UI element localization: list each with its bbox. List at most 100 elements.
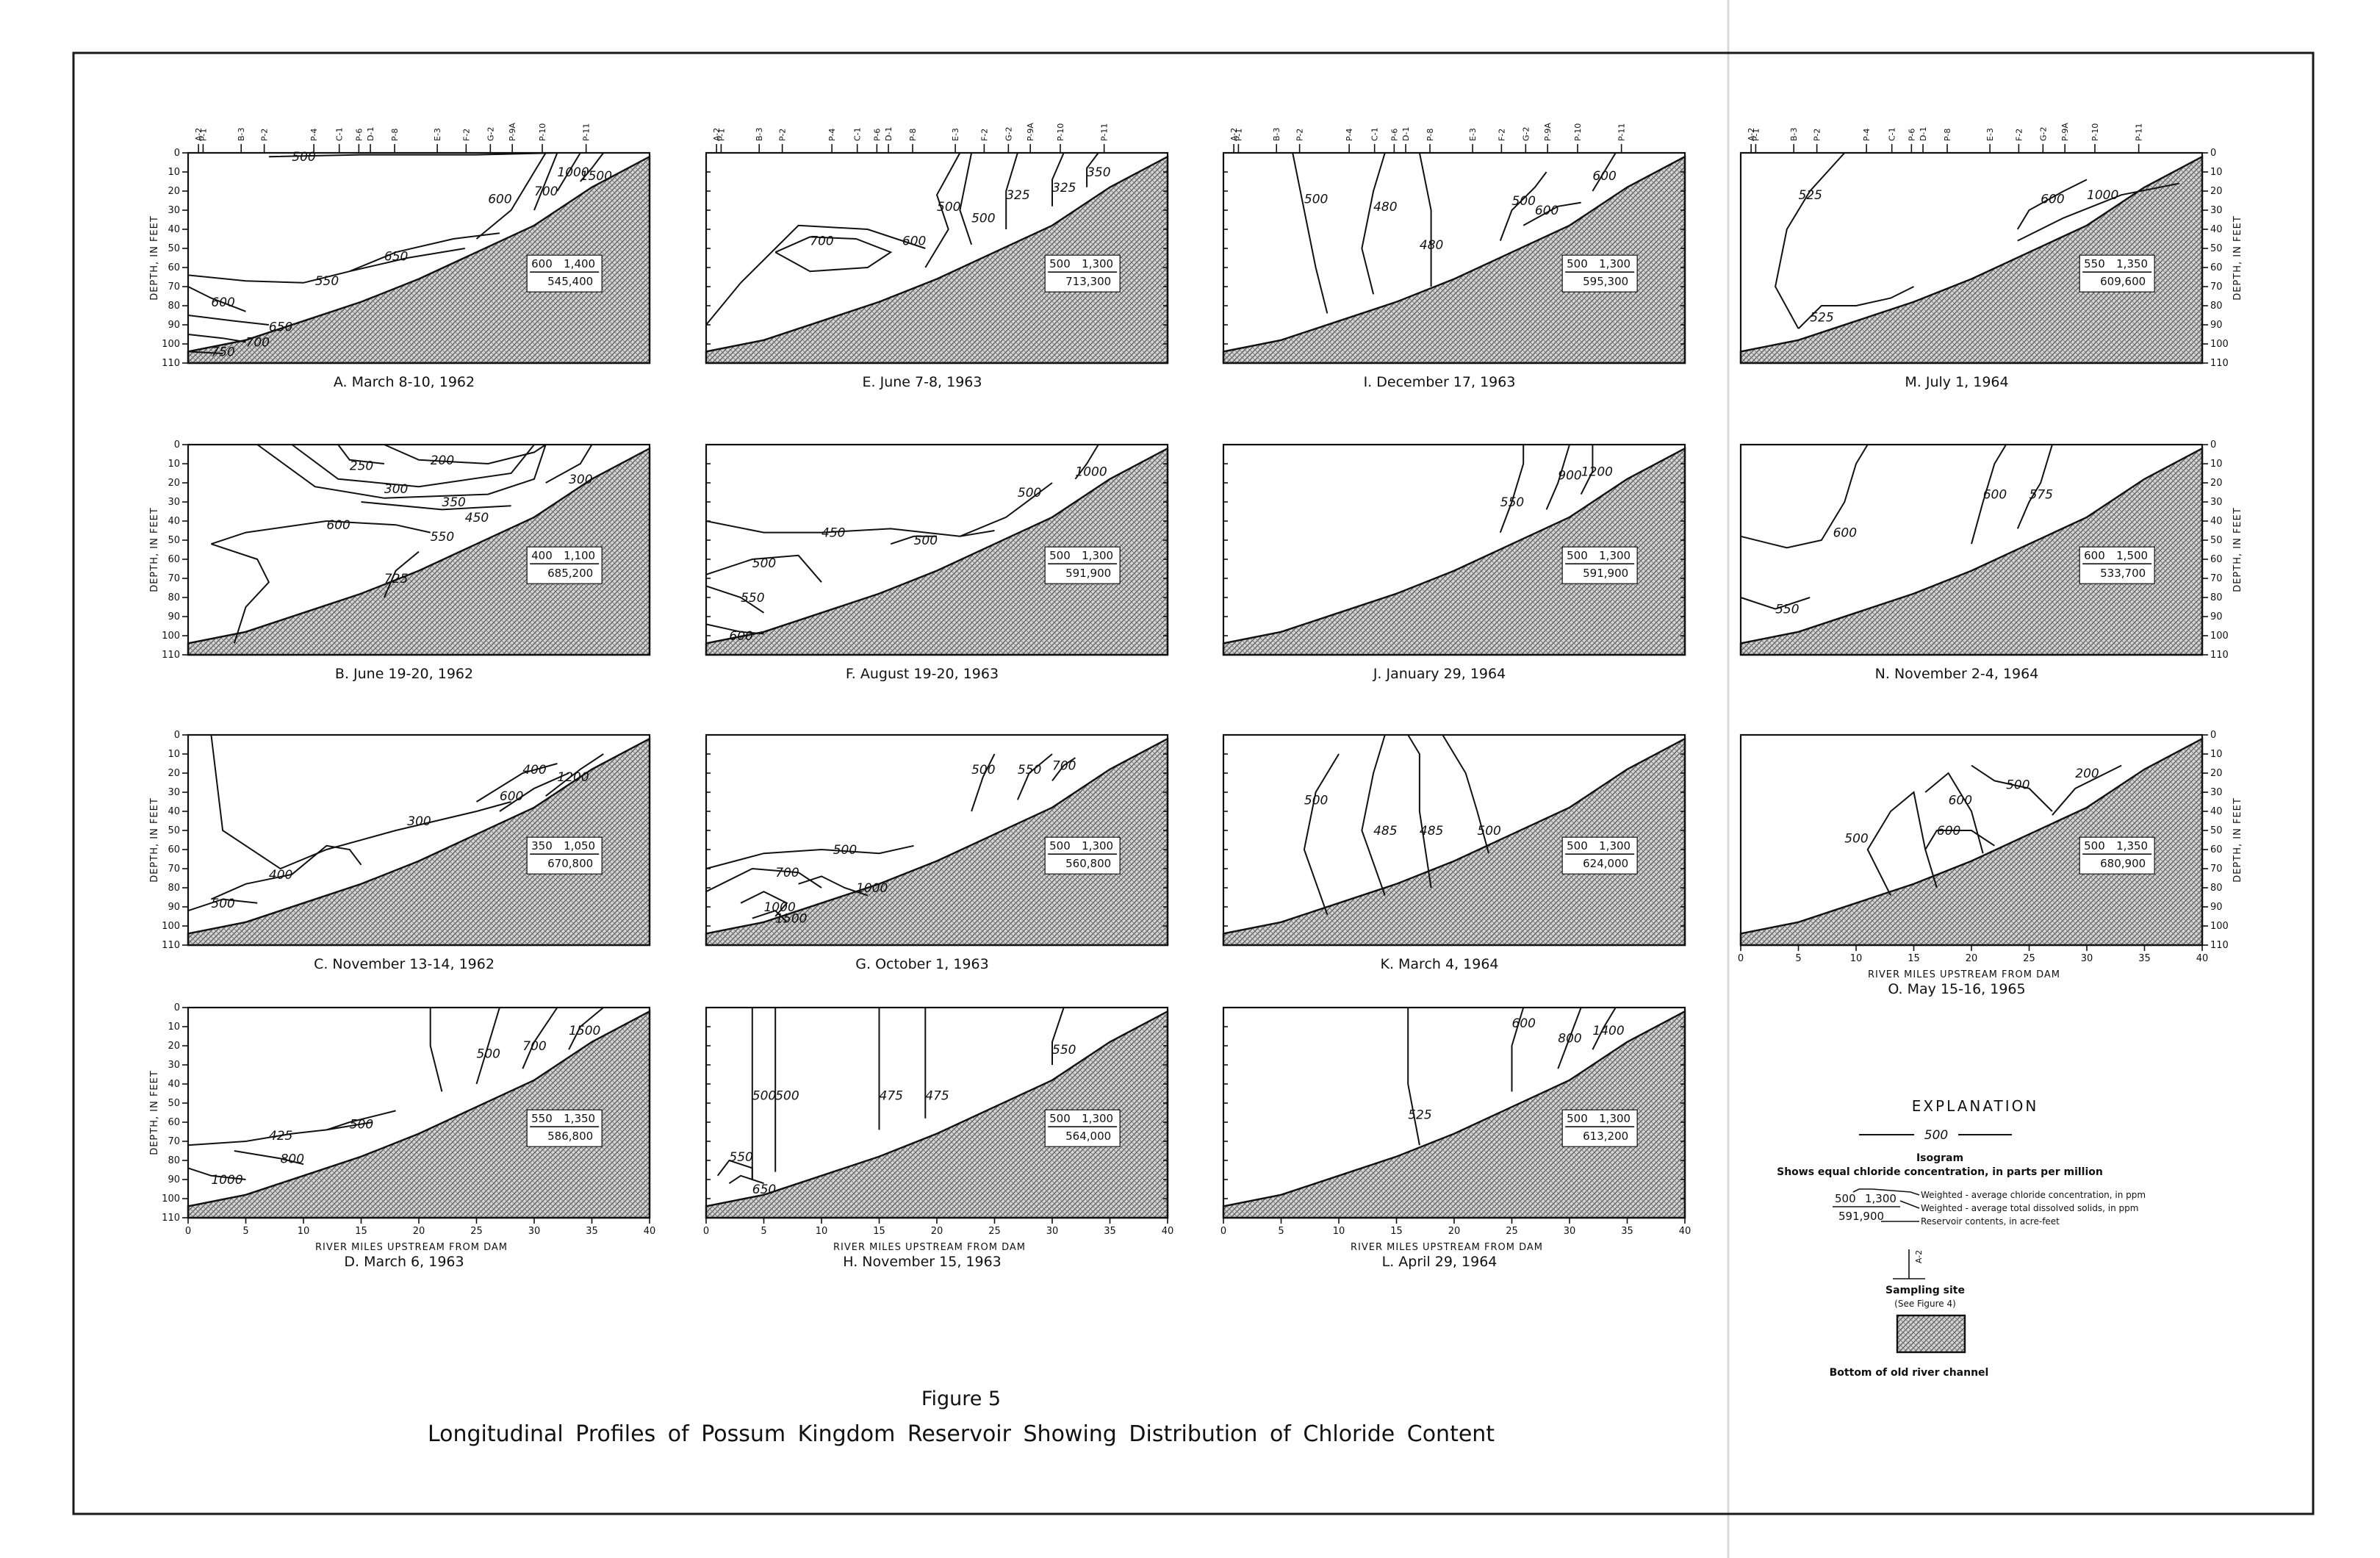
isogram-line [740,891,788,917]
depth-axis-title: DEPTH, IN FEET [149,797,160,883]
sampling-site-label: D-1 [884,127,894,141]
profile-frame [1222,151,1686,365]
isogram-label: 1200 [1581,464,1613,479]
isogram-label: 1500 [569,1024,600,1038]
depth-tick-label: 80 [168,592,180,603]
isogram-label: 300 [384,482,408,497]
sampling-site-label: F-2 [979,129,989,141]
stat-dissolved-solids: 1,500 [2116,549,2148,562]
isogram-label: 500 [350,1118,373,1132]
panel-caption: H. November 15, 1963 [843,1254,1002,1270]
isogram-line [568,1007,604,1050]
legend-isogram-description: Shows equal chloride concentration, in p… [1777,1166,2103,1178]
river-mile-tick-label: 15 [1390,1226,1403,1237]
isogram-label: 400 [269,868,292,883]
stats-box [526,836,603,875]
sampling-site-label: P-10 [538,123,547,141]
sampling-site-label: P-9A [2060,123,2070,141]
river-mile-tick-label: 40 [2196,953,2209,964]
stats-box [1044,1109,1121,1147]
river-mile-tick-label: 25 [470,1226,483,1237]
sampling-site-label: P-8 [1426,129,1435,141]
sampling-site-label: P-1 [1751,129,1761,141]
depth-tick-label: 90 [2210,611,2223,622]
river-mile-tick-label: 10 [1850,953,1863,964]
depth-tick-label: 80 [168,301,180,312]
isogram-label: 1000 [1075,464,1107,479]
river-mile-tick-label: 30 [528,1226,541,1237]
depth-tick-label: 20 [2210,768,2223,779]
isogram-label: 750 [211,345,234,359]
depth-tick-label: 40 [168,224,180,235]
isogram-line [1303,753,1340,915]
profile-frame [187,151,651,365]
legend-stat-sample: 500 1,300 591,900 Weighted - average chl… [1833,1188,2146,1227]
sampling-site-label: D-1 [1919,127,1928,141]
stat-reservoir-contents: 685,200 [547,567,593,580]
stat-dissolved-solids: 1,350 [2116,839,2148,852]
isogram-line [556,152,581,192]
sampling-site-label: P-4 [1345,129,1354,141]
panel-caption: G. October 1, 1963 [855,956,988,972]
isogram-line [1361,734,1386,896]
sampling-site-label: P-1 [198,129,208,141]
depth-tick-label: 30 [168,1060,180,1071]
isogram-line [429,1008,443,1092]
isogram-line [705,585,765,614]
river-mile-tick-label: 20 [1448,1226,1461,1237]
river-mile-tick-label: 30 [2081,953,2093,964]
figure-frame [72,51,2315,1515]
isogram-line [1580,445,1594,495]
panel-caption: A. March 8-10, 1962 [334,374,475,390]
isogram-line [187,315,270,326]
isogram-line [1740,597,1811,610]
isogram-label: 600 [1937,824,1960,839]
river-mile-tick-label: 30 [1564,1226,1576,1237]
isogram-line [1971,764,2053,812]
depth-tick-label: 20 [2210,186,2223,197]
sampling-site-label: P-2 [1813,129,1822,141]
stat-chloride: 550 [2084,257,2105,270]
stat-reservoir-contents: 680,900 [2100,857,2146,870]
isogram-label: 600 [2041,192,2064,207]
legend-site-ref: (See Figure 4) [1894,1299,1956,1309]
stat-reservoir-contents: 586,800 [547,1130,593,1143]
depth-tick-label: 0 [174,1002,180,1013]
isogram-line [337,444,385,464]
depth-axis-title: DEPTH, IN FEET [2232,215,2243,301]
isogram-label: 700 [522,1039,546,1054]
isogram-line [1592,152,1617,192]
isogram-line [1740,444,1869,549]
sampling-site-label: P-4 [1862,129,1872,141]
depth-tick-label: 40 [2210,806,2223,817]
isogram-label: 700 [246,335,270,350]
sampling-site-label: A-2 [1229,128,1239,141]
isogram-line [187,351,223,354]
panel-caption: C. November 13-14, 1962 [314,956,495,972]
depth-tick-label: 90 [168,611,180,622]
isogram-label: 500 [1304,192,1328,207]
isogram-label: 500 [1844,831,1868,846]
stats-box [526,1109,603,1147]
depth-tick-label: 70 [168,281,180,292]
legend-site-title: Sampling site [1885,1285,1965,1296]
river-mile-tick-label: 15 [1908,953,1920,964]
depth-tick-label: 60 [2210,844,2223,855]
sampling-site-label: P-4 [827,129,837,141]
legend-channel-swatch [1896,1314,1966,1354]
isogram-line [924,152,961,268]
depth-tick-label: 110 [2210,358,2229,369]
depth-tick-label: 100 [162,339,180,350]
isogram-line [475,763,558,803]
depth-tick-label: 50 [168,535,180,546]
river-mile-tick-label: 5 [1278,1226,1284,1237]
sampling-site-label: P-6 [354,129,364,141]
isogram-line [2052,764,2122,816]
river-mile-axis-title: RIVER MILES UPSTREAM FROM DAM [315,1242,508,1253]
legend-site-label: A-2 [1914,1250,1924,1263]
isogram-line [1557,1007,1582,1069]
isogram-label: 550 [1052,1043,1076,1058]
panel-caption: F. August 19-20, 1963 [846,666,999,682]
